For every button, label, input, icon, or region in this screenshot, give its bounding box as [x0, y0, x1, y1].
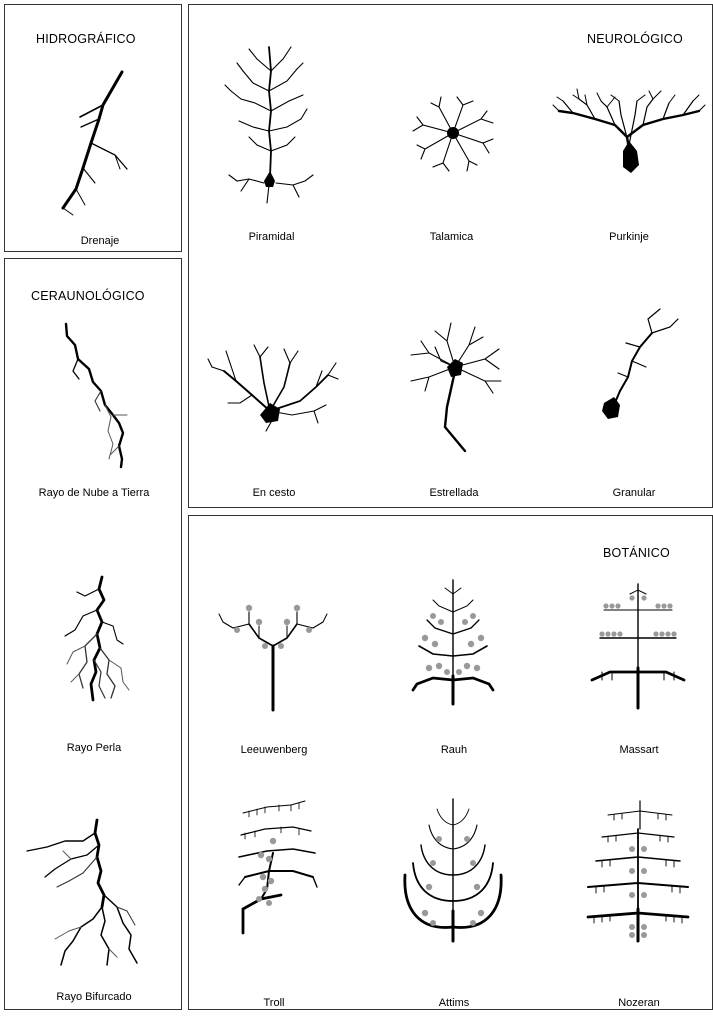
pyramidal-neuron-icon [209, 41, 334, 211]
panel-ceraunologico: CERAUNOLÓGICO Rayo de Nube a Tierra [4, 258, 182, 1010]
cell-estrellada: Estrellada [389, 291, 519, 501]
rauh-tree-icon [389, 576, 519, 736]
nozeran-tree-icon [574, 791, 704, 971]
cell-attims: Attims [389, 791, 519, 1006]
panel-botanico: BOTÁNICO Leeuwenberg [188, 515, 713, 1010]
purkinje-neuron-icon [549, 41, 709, 211]
basket-neuron-icon [204, 291, 344, 471]
thalamic-neuron-icon [389, 41, 514, 211]
label-en-cesto: En cesto [204, 487, 344, 499]
label-rauh: Rauh [389, 744, 519, 756]
cell-rayo-perla: Rayo Perla [5, 574, 183, 754]
cell-talamica: Talamica [389, 41, 514, 241]
bead-lightning-icon [5, 574, 183, 724]
cell-granular: Granular [574, 291, 694, 501]
cell-rayo-bifurcado: Rayo Bifurcado [5, 815, 183, 1005]
label-troll: Troll [209, 997, 339, 1009]
label-leeuwenberg: Leeuwenberg [209, 744, 339, 756]
granule-neuron-icon [574, 291, 694, 471]
label-drenaje: Drenaje [45, 235, 155, 247]
panel-neurologico: NEUROLÓGICO Piramidal [188, 4, 713, 508]
drainage-river-branching-icon [45, 65, 155, 215]
forked-lightning-icon [5, 815, 183, 985]
label-talamica: Talamica [389, 231, 514, 243]
label-rayo-nube-tierra: Rayo de Nube a Tierra [5, 487, 183, 499]
cell-rayo-nube-tierra: Rayo de Nube a Tierra [5, 319, 183, 499]
attims-tree-icon [389, 791, 519, 971]
label-nozeran: Nozeran [574, 997, 704, 1009]
label-attims: Attims [389, 997, 519, 1009]
panel-hidrografico: HIDROGRÁFICO Drenaje [4, 4, 182, 252]
label-estrellada: Estrellada [389, 487, 519, 499]
massart-tree-icon [574, 576, 704, 736]
cell-leeuwenberg: Leeuwenberg [209, 586, 339, 766]
leeuwenberg-tree-icon [209, 586, 339, 736]
cloud-to-ground-lightning-icon [5, 319, 183, 469]
cell-massart: Massart [574, 576, 704, 766]
label-massart: Massart [574, 744, 704, 756]
label-granular: Granular [574, 487, 694, 499]
cell-purkinje: Purkinje [549, 41, 709, 241]
cell-piramidal: Piramidal [209, 41, 334, 241]
label-purkinje: Purkinje [549, 231, 709, 243]
panel-title-botanico: BOTÁNICO [603, 546, 670, 560]
label-rayo-bifurcado: Rayo Bifurcado [5, 991, 183, 1003]
panel-title-hidrografico: HIDROGRÁFICO [36, 32, 136, 46]
label-piramidal: Piramidal [209, 231, 334, 243]
cell-drenaje: Drenaje [45, 65, 155, 245]
panel-title-ceraunologico: CERAUNOLÓGICO [31, 289, 145, 303]
cell-troll: Troll [209, 791, 339, 1006]
label-rayo-perla: Rayo Perla [5, 742, 183, 754]
stellate-neuron-icon [389, 291, 519, 471]
cell-rauh: Rauh [389, 576, 519, 766]
cell-en-cesto: En cesto [204, 291, 344, 501]
troll-tree-icon [209, 791, 339, 971]
cell-nozeran: Nozeran [574, 791, 704, 1006]
